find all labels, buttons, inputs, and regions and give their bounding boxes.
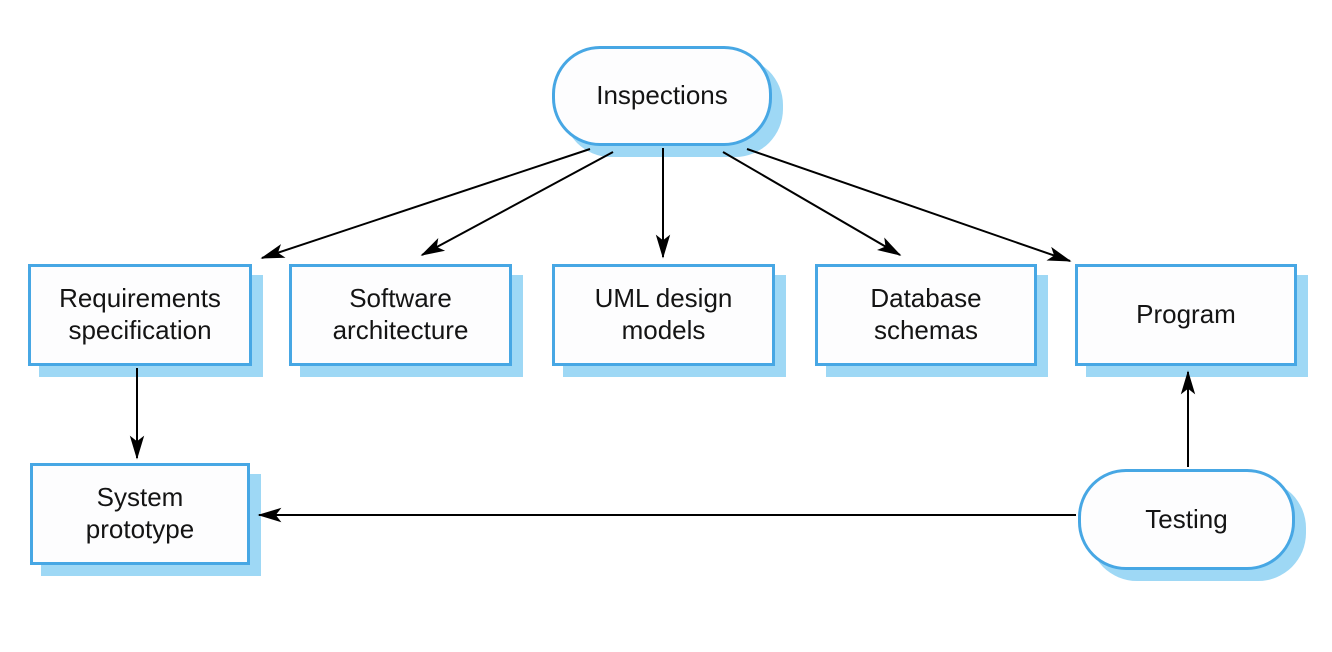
node-inspections-label: Inspections [596,80,728,111]
node-requirements-specification-label: Requirements specification [59,283,221,345]
node-software-architecture: Software architecture [289,264,512,366]
node-uml-design-models-label: UML design models [594,283,733,345]
node-program: Program [1075,264,1297,366]
node-inspections: Inspections [552,46,772,146]
node-uml-design-models: UML design models [552,264,775,366]
node-program-label: Program [1136,299,1236,330]
node-testing-label: Testing [1145,503,1228,534]
node-system-prototype-label: System prototype [85,482,195,544]
edge-inspections-program [746,148,1072,262]
node-database-schemas-label: Database schemas [870,283,982,345]
node-requirements-specification: Requirements specification [28,264,252,366]
node-system-prototype: System prototype [30,463,250,565]
node-database-schemas: Database schemas [815,264,1037,366]
edge-inspections-software [420,151,614,256]
edge-inspections-database [722,151,902,256]
node-testing: Testing [1078,469,1295,570]
node-software-architecture-label: Software architecture [332,283,469,345]
edge-inspections-requirements [260,148,591,259]
